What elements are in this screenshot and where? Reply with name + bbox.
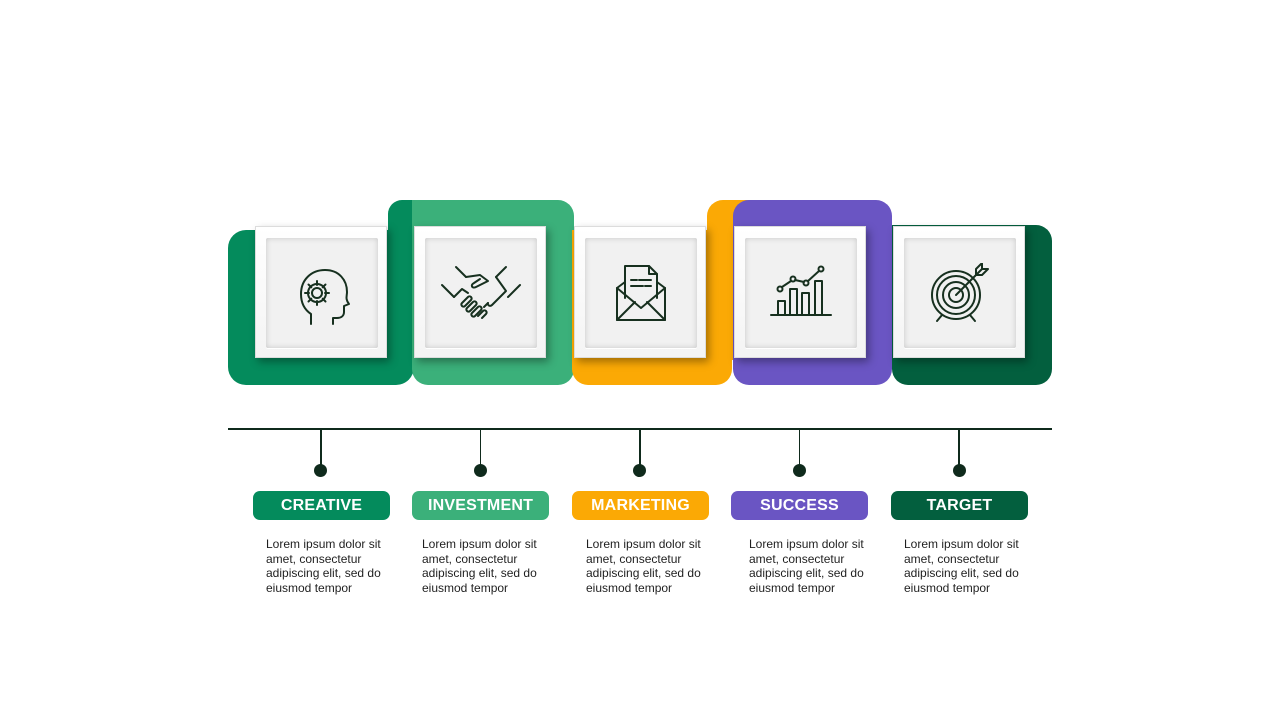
step-label-investment: INVESTMENT bbox=[412, 491, 549, 520]
step-description-creative: Lorem ipsum dolor sit amet, consectetur … bbox=[266, 537, 381, 595]
growth-chart-icon bbox=[770, 265, 832, 316]
timeline-dot bbox=[474, 464, 487, 477]
tile-target bbox=[893, 226, 1025, 358]
timeline-stem bbox=[639, 430, 641, 466]
head-gear-icon bbox=[300, 269, 350, 325]
tile-creative bbox=[255, 226, 387, 358]
timeline-line bbox=[228, 428, 1052, 430]
envelope-letter-icon bbox=[616, 265, 666, 321]
timeline-dot bbox=[314, 464, 327, 477]
timeline-stem bbox=[799, 430, 800, 466]
step-description-investment: Lorem ipsum dolor sit amet, consectetur … bbox=[422, 537, 537, 595]
timeline-dot bbox=[953, 464, 966, 477]
timeline-dot bbox=[633, 464, 646, 477]
tile-marketing bbox=[574, 226, 706, 358]
timeline-stem bbox=[480, 430, 481, 466]
step-description-success: Lorem ipsum dolor sit amet, consectetur … bbox=[749, 537, 864, 595]
timeline-stem bbox=[958, 430, 960, 466]
handshake-icon bbox=[441, 266, 521, 319]
target-arrow-icon bbox=[931, 263, 989, 322]
timeline-stem bbox=[320, 430, 322, 466]
step-label-marketing: MARKETING bbox=[572, 491, 709, 520]
step-description-marketing: Lorem ipsum dolor sit amet, consectetur … bbox=[586, 537, 701, 595]
step-label-creative: CREATIVE bbox=[253, 491, 390, 520]
timeline-dot bbox=[793, 464, 806, 477]
step-label-success: SUCCESS bbox=[731, 491, 868, 520]
step-description-target: Lorem ipsum dolor sit amet, consectetur … bbox=[904, 537, 1019, 595]
tile-investment bbox=[414, 226, 546, 358]
tile-success bbox=[734, 226, 866, 358]
step-label-target: TARGET bbox=[891, 491, 1028, 520]
